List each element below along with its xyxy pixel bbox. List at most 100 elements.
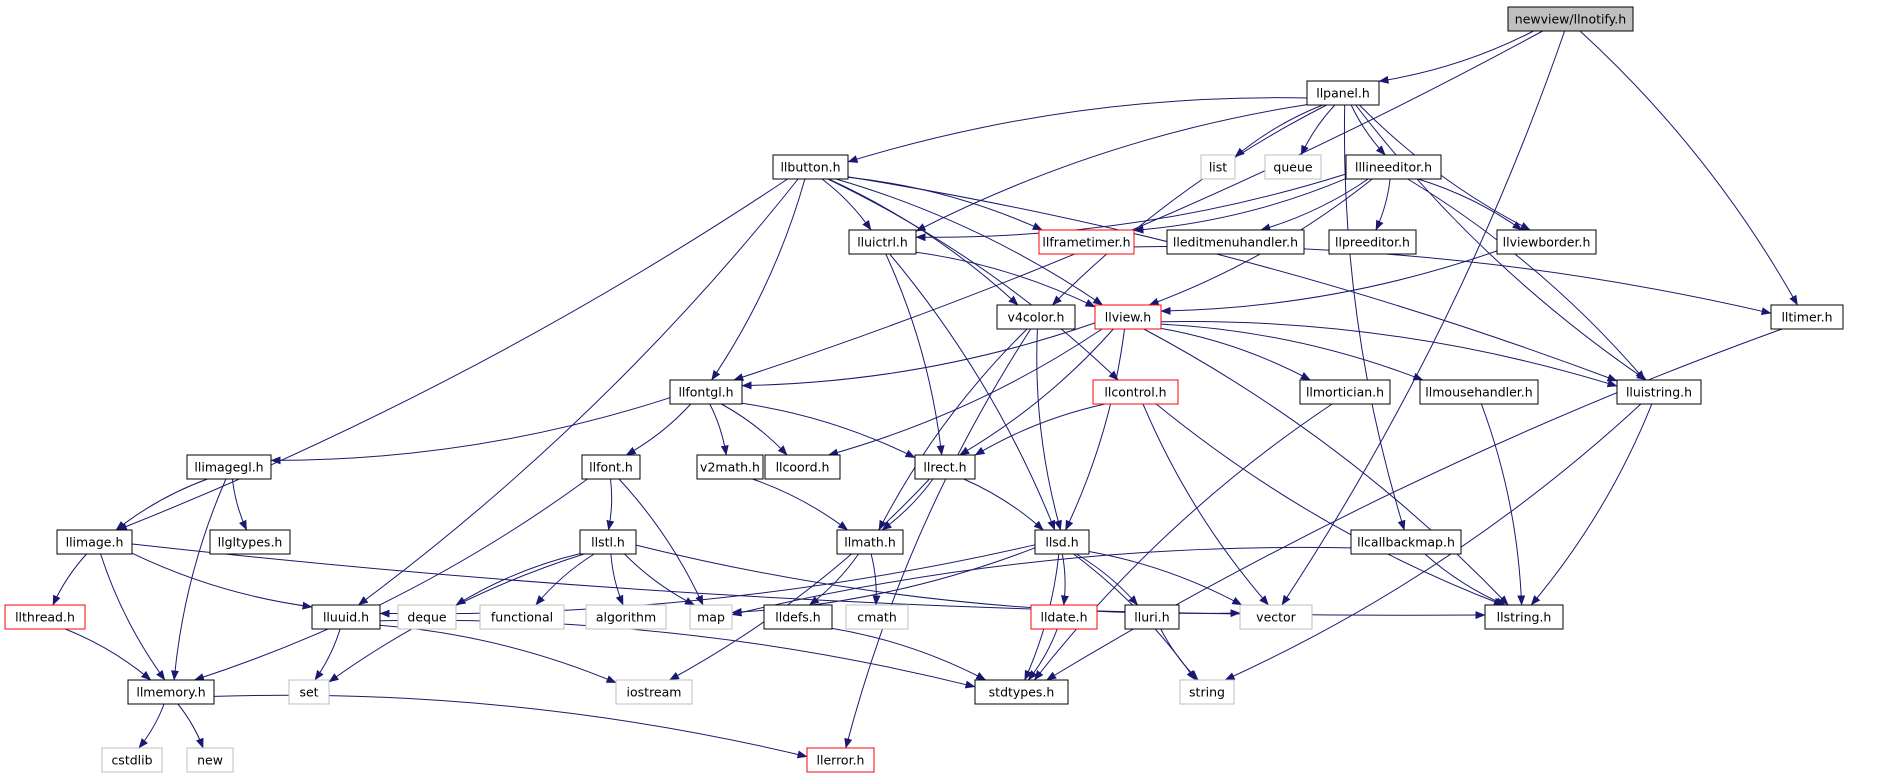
edge-llsd-to-lluri [1076,553,1138,606]
node-lluictrl[interactable]: lluictrl.h [848,229,917,255]
node-llmortician-label: llmortician.h [1306,385,1384,400]
edge-llpanel-to-lllineeditor [1350,104,1386,156]
edge-llcontrol-to-llstring [1155,403,1504,606]
node-lluuid[interactable]: lluuid.h [311,604,381,630]
node-lluictrl-label: lluictrl.h [857,235,908,250]
edge-lluuid-to-stdtypes [379,619,976,689]
node-llviewborder[interactable]: llviewborder.h [1496,229,1597,255]
edge-llview-to-lluistring [1160,320,1618,388]
node-llframetimer[interactable]: llframetimer.h [1038,229,1135,255]
node-llthread[interactable]: llthread.h [4,604,86,630]
node-llview[interactable]: llview.h [1094,304,1162,330]
edge-llstl-to-map [624,553,695,606]
node-llstl[interactable]: llstl.h [579,529,637,555]
node-map-box [689,604,733,630]
node-lltimer[interactable]: lltimer.h [1770,304,1844,330]
node-lllineeditor[interactable]: lllineeditor.h [1345,154,1442,180]
node-llmortician[interactable]: llmortician.h [1299,379,1391,405]
node-map: map [689,604,733,630]
edge-llsd-to-lluuid [379,544,1036,618]
node-llmemory[interactable]: llmemory.h [127,679,215,705]
node-llrect-label: llrect.h [923,460,966,475]
node-v4color-label: v4color.h [1008,310,1065,325]
edge-llfontgl-to-v2math [709,403,729,456]
node-llstring[interactable]: llstring.h [1484,604,1564,630]
node-stdtypes-box [974,679,1069,705]
node-lldefs[interactable]: lldefs.h [763,604,833,630]
node-llgltypes[interactable]: llgltypes.h [209,529,291,555]
edge-llfont-to-llmemory [194,478,588,681]
node-llcallbackmap[interactable]: llcallbackmap.h [1350,529,1462,555]
edge-llcontrol-to-vector [1142,403,1269,606]
node-llimagegl[interactable]: llimagegl.h [186,454,272,480]
node-llpanel-label: llpanel.h [1316,86,1370,101]
node-new: new [186,747,234,773]
edge-lluictrl-to-llrect [885,253,945,456]
edge-llimagegl-to-llmemory [171,478,227,681]
node-lleditmenuhandler[interactable]: lleditmenuhandler.h [1166,229,1305,255]
edge-llpanel-to-lluistring [1355,104,1647,381]
node-llimage[interactable]: llimage.h [56,529,133,555]
node-llgltypes-label: llgltypes.h [218,535,283,550]
edge-llmath-to-lldefs [809,553,859,606]
edge-lllineeditor-to-lluistring [1407,178,1646,381]
node-llcoord[interactable]: llcoord.h [764,454,841,480]
edge-llstl-to-functional [535,553,595,606]
node-llsd-label: llsd.h [1045,535,1078,550]
node-lluri[interactable]: lluri.h [1124,604,1180,630]
node-llimage-label: llimage.h [66,535,124,550]
edge-llmemory-to-cstdlib [138,703,165,749]
node-iostream-label: iostream [627,685,682,700]
node-llfontgl[interactable]: llfontgl.h [669,379,743,405]
node-llmousehandler-label: llmousehandler.h [1425,385,1532,400]
edge-llnotify-to-llpanel [1378,30,1534,84]
node-llrect[interactable]: llrect.h [914,454,976,480]
node-lldate-box [1030,604,1098,630]
node-llbutton[interactable]: llbutton.h [772,154,849,180]
node-set-box [288,679,330,705]
node-deque: deque [397,604,457,630]
node-llerror[interactable]: llerror.h [806,747,875,773]
node-llsd[interactable]: llsd.h [1034,529,1090,555]
node-v4color[interactable]: v4color.h [996,304,1076,330]
node-llnotify[interactable]: newview/llnotify.h [1507,6,1634,32]
node-iostream: iostream [615,679,693,705]
node-llmath[interactable]: llmath.h [836,529,904,555]
node-llpreeditor-label: llpreeditor.h [1335,235,1410,250]
node-list-label: list [1209,160,1227,175]
node-llstring-label: llstring.h [1497,610,1552,625]
edge-llpanel-to-queue [1300,104,1336,156]
node-llcontrol[interactable]: llcontrol.h [1092,379,1179,405]
edge-lldefs-to-stdtypes [831,627,987,681]
edge-lluri-to-string [1160,628,1199,681]
node-llpreeditor[interactable]: llpreeditor.h [1328,229,1417,255]
node-llpreeditor-box [1328,229,1417,255]
edge-lluictrl-to-llsd [889,253,1056,531]
node-llimagegl-label: llimagegl.h [194,460,263,475]
node-llthread-label: llthread.h [15,610,75,625]
node-v2math-label: v2math.h [700,460,760,475]
edge-llpanel-to-llcallbackmap [1343,104,1406,531]
edge-llbutton-to-llfontgl [711,178,806,381]
node-v2math[interactable]: v2math.h [696,454,764,480]
node-llbutton-box [772,154,849,180]
node-llerror-box [806,747,875,773]
node-llpanel[interactable]: llpanel.h [1306,80,1380,106]
edge-llbutton-to-lluuid [357,178,799,606]
edge-lluistring-to-llstring [1530,403,1653,606]
edge-llbutton-to-llframetimer [847,176,1043,231]
edge-lluuid-to-iostream [379,624,617,684]
node-llthread-box [4,604,86,630]
node-llframetimer-box [1038,229,1135,255]
node-lldate[interactable]: lldate.h [1030,604,1098,630]
node-stdtypes[interactable]: stdtypes.h [974,679,1069,705]
edge-llmath-to-cmath [870,553,881,606]
node-cstdlib-box [101,747,163,773]
node-llfont[interactable]: llfont.h [581,454,641,480]
node-llnotify-label: newview/llnotify.h [1515,12,1626,27]
node-llframetimer-label: llframetimer.h [1042,235,1130,250]
node-llmousehandler[interactable]: llmousehandler.h [1419,379,1539,405]
node-lluistring[interactable]: lluistring.h [1616,379,1702,405]
edge-llcallbackmap-to-llstring [1424,553,1506,606]
